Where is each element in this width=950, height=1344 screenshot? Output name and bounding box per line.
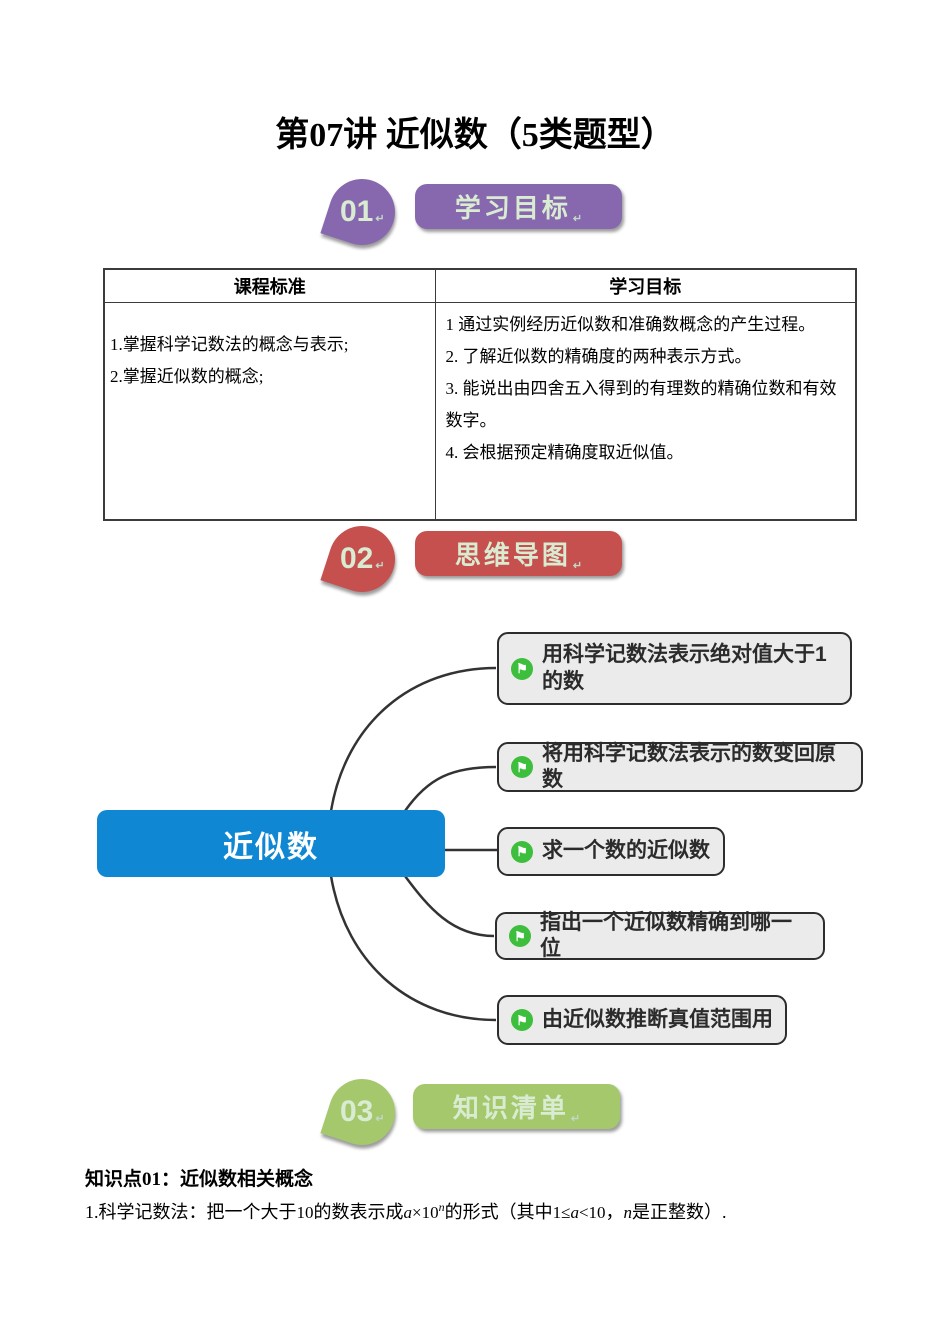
text-segment: 1≤ (552, 1203, 571, 1222)
return-mark-icon: ↵ (375, 1113, 385, 1125)
learning-goal-item: 2. 了解近似数的精确度的两种表示方式。 (445, 347, 752, 366)
return-mark-icon: ↵ (570, 1113, 581, 1125)
course-standard-cell: 1.掌握科学记数法的概念与表示; 2.掌握近似数的概念; (103, 302, 436, 521)
section-03-label: 知识清单 (452, 1093, 569, 1123)
return-mark-icon: ↵ (375, 560, 385, 572)
text-segment: <10 (578, 1203, 606, 1222)
table-header-course-standard: 课程标准 (103, 268, 436, 303)
text-segment: 是正整数）. (632, 1202, 727, 1222)
section-03-title-banner: 知识清单 ↵ (413, 1084, 620, 1129)
mind-map-branch-label: 由近似数推断真值范围用 (542, 1007, 773, 1031)
flag-icon: ⚑ (509, 925, 531, 947)
mind-map: 近似数 ⚑ 用科学记数法表示绝对值大于1的数 ⚑ 将用科学记数法表示的数变回原数… (0, 610, 950, 1070)
section-03-number-badge: 03 ↵ (320, 1070, 404, 1154)
mind-map-branch-label: 用科学记数法表示绝对值大于1的数 (542, 643, 827, 693)
mind-map-branch-label: 指出一个近似数精确到哪一位 (540, 910, 792, 960)
return-mark-icon: ↵ (572, 213, 583, 225)
text-segment: a (570, 1203, 579, 1222)
flag-icon: ⚑ (511, 1009, 533, 1031)
learning-goal-item: 3. 能说出由四舍五入得到的有理数的精确位数和有效数字。 (445, 379, 837, 430)
flag-icon: ⚑ (511, 840, 533, 863)
mind-map-branch-node: ⚑ 用科学记数法表示绝对值大于1的数 (497, 632, 852, 705)
section-01-number-badge: 01 ↵ (320, 170, 404, 254)
mind-map-branch-node: ⚑ 指出一个近似数精确到哪一位 (495, 910, 825, 960)
knowledge-item-scientific-notation: 1.科学记数法：把一个大于10的数表示成a×10n的形式（其中1≤a<10，n是… (85, 1198, 727, 1224)
learning-goal-item: 1 通过实例经历近似数和准确数概念的产生过程。 (445, 315, 816, 334)
mind-map-branch-node: ⚑ 将用科学记数法表示的数变回原数 (497, 742, 863, 792)
mind-map-branch-label: 求一个数的近似数 (542, 839, 710, 863)
table-header-learning-goal: 学习目标 (434, 268, 857, 303)
section-02-number: 02 (339, 542, 374, 575)
flag-icon: ⚑ (511, 657, 533, 680)
text-segment: ×10 (412, 1203, 439, 1222)
mind-map-root-label: 近似数 (223, 830, 319, 864)
mind-map-connector-lines (329, 666, 497, 1022)
mind-map-branch-node: ⚑ 求一个数的近似数 (497, 827, 725, 876)
table-header-row: 课程标准 学习目标 (103, 268, 857, 303)
text-segment: ， (605, 1202, 624, 1222)
text-segment: n (623, 1203, 633, 1222)
section-03-number: 03 (339, 1095, 374, 1128)
section-02-title-banner: 思维导图 ↵ (415, 531, 622, 576)
learning-goal-item: 4. 会根据预定精确度取近似值。 (445, 443, 684, 462)
return-mark-icon: ↵ (375, 213, 385, 225)
text-segment: 10 (296, 1203, 314, 1222)
mind-map-branch-node: ⚑ 由近似数推断真值范围用 (497, 995, 787, 1045)
return-mark-icon: ↵ (572, 560, 583, 572)
section-02-number-badge: 02 ↵ (320, 517, 404, 601)
text-segment: a (403, 1203, 413, 1222)
section-02-label: 思维导图 (454, 540, 571, 570)
section-01-title-banner: 学习目标 ↵ (415, 184, 622, 229)
section-01-number: 01 (339, 195, 374, 228)
course-standard-item: 1.掌握科学记数法的概念与表示; (110, 335, 349, 354)
page-title: 第07讲 近似数（5类题型） (275, 117, 675, 154)
text-segment: 1.科学记数法：把一个大于 (85, 1202, 297, 1222)
section-01-label: 学习目标 (454, 193, 571, 223)
text-segment: 的形式（其中 (444, 1202, 553, 1222)
knowledge-point-heading: 知识点01：近似数相关概念 (85, 1169, 314, 1190)
learning-objectives-table: 课程标准 学习目标 1.掌握科学记数法的概念与表示; 2.掌握近似数的概念; 1… (103, 268, 857, 521)
course-standard-item: 2.掌握近似数的概念; (110, 367, 264, 386)
flag-icon: ⚑ (511, 756, 533, 778)
mind-map-branch-label: 将用科学记数法表示的数变回原数 (542, 741, 836, 791)
text-segment: 的数表示成 (313, 1202, 404, 1222)
learning-goal-cell: 1 通过实例经历近似数和准确数概念的产生过程。 2. 了解近似数的精确度的两种表… (434, 302, 857, 521)
mind-map-root-node: 近似数 (97, 810, 445, 877)
text-segment: n (438, 1200, 445, 1214)
table-body-row: 1.掌握科学记数法的概念与表示; 2.掌握近似数的概念; 1 通过实例经历近似数… (103, 302, 857, 521)
